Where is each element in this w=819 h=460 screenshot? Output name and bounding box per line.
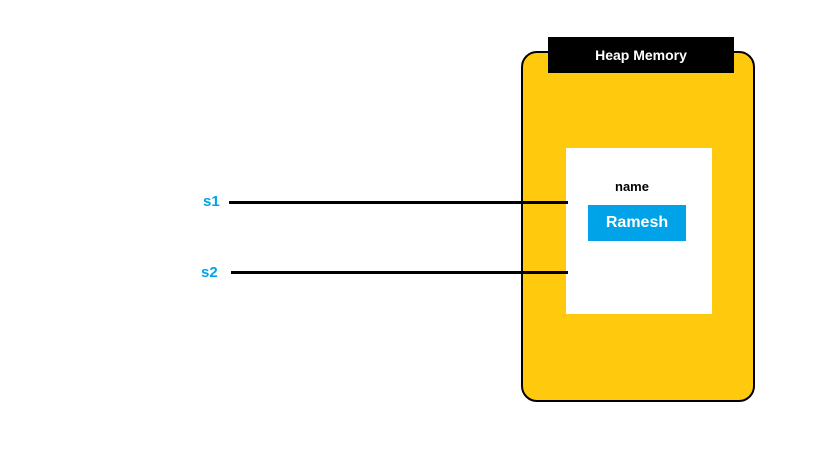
field-value-box: Ramesh	[588, 205, 686, 241]
reference-s1-arrow	[229, 201, 568, 204]
reference-s1-label: s1	[203, 193, 220, 210]
reference-s2-arrow	[231, 271, 568, 274]
field-name-label: name	[615, 179, 649, 194]
reference-s2-label: s2	[201, 264, 218, 281]
heap-memory-title: Heap Memory	[548, 37, 734, 73]
